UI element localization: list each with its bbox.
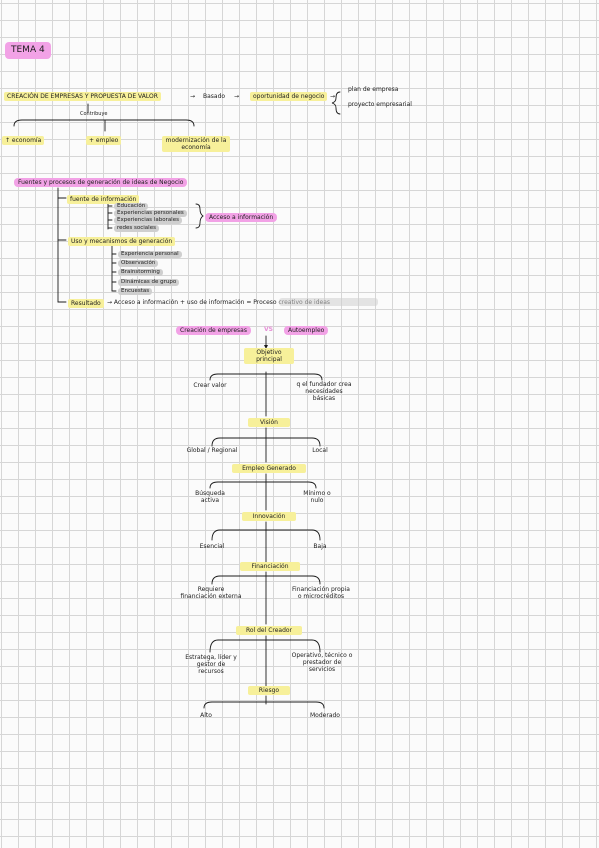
node-riesgo-left: Alto [200, 712, 212, 719]
fuente-informacion-label: fuente de información [67, 195, 140, 204]
formula-highlight [279, 298, 378, 306]
resultado-formula: → Acceso a información + uso de informac… [107, 299, 330, 306]
arrow-text: → [234, 93, 240, 100]
vs-label: VS [264, 326, 273, 333]
uso-item: Dinámicas de grupo [118, 279, 180, 286]
proyecto-empresarial-label: proyecto empresarial [348, 101, 412, 108]
plan-empresa-label: plan de empresa [348, 86, 399, 93]
uso-item: Experiencia personal [118, 251, 182, 258]
acceso-informacion-label: Acceso a información [205, 213, 278, 222]
node-financiacion-right: Financiación propia o microcréditos [292, 586, 350, 600]
fuente-item: Educación [114, 203, 149, 210]
fuente-item: Experiencias laborales [114, 217, 182, 224]
node-rol-left: Estratega, líder y gestor de recursos [185, 654, 237, 675]
node-objetivo-left: Crear valor [193, 382, 227, 389]
creacion-empresas-heading: CREACIÓN DE EMPRESAS Y PROPUESTA DE VALO… [4, 92, 161, 101]
page-title: TEMA 4 [5, 42, 51, 59]
node-financiacion: Financiación [240, 562, 300, 571]
uso-mecanismos-label: Uso y mecanismos de generación [68, 237, 176, 246]
node-rol-right: Operativo, técnico o prestador de servic… [291, 652, 353, 673]
empleo-item: + empleo [86, 136, 122, 145]
autoempleo-label: Autoempleo [284, 326, 329, 335]
resultado-label: Resultado [68, 299, 104, 308]
node-vision-left: Global / Regional [186, 447, 238, 454]
oportunidad-label: oportunidad de negocio [250, 92, 328, 101]
node-objetivo: Objetivo principal [244, 348, 294, 364]
node-empleo-left: Búsqueda activa [195, 490, 225, 504]
fuente-item: redes sociales [114, 225, 159, 232]
node-innovacion-right: Baja [313, 543, 327, 550]
fuentes-heading: Fuentes y procesos de generación de idea… [14, 178, 188, 187]
creacion-empresas-label: Creación de empresas [176, 326, 251, 335]
uso-item: Observación [118, 260, 159, 267]
modernizacion-item: modernización de la economía [162, 136, 230, 152]
uso-item: Brainstorming [118, 269, 163, 276]
basado-label: Basado [203, 93, 226, 100]
uso-item: Encuestas [118, 288, 153, 295]
node-vision: Visión [248, 418, 290, 427]
arrow-text: → [330, 93, 336, 100]
node-empleo: Empleo Generado [232, 464, 306, 473]
economia-item: ↑ economía [2, 136, 45, 145]
arrow-text: → [190, 93, 196, 100]
contribuye-label: Contribuye [80, 111, 108, 117]
node-financiacion-left: Requiere financiación externa [180, 586, 242, 600]
node-rol: Rol del Creador [236, 626, 302, 635]
node-riesgo-right: Moderado [310, 712, 340, 719]
node-objetivo-right: q el fundador crea necesidades básicas [296, 381, 352, 402]
node-vision-right: Local [312, 447, 328, 454]
node-innovacion: Innovación [242, 512, 296, 521]
node-riesgo: Riesgo [248, 686, 290, 695]
node-empleo-right: Mínimo o nulo [303, 490, 331, 504]
fuente-item: Experiencias personales [114, 210, 187, 217]
node-innovacion-left: Esencial [199, 543, 225, 550]
